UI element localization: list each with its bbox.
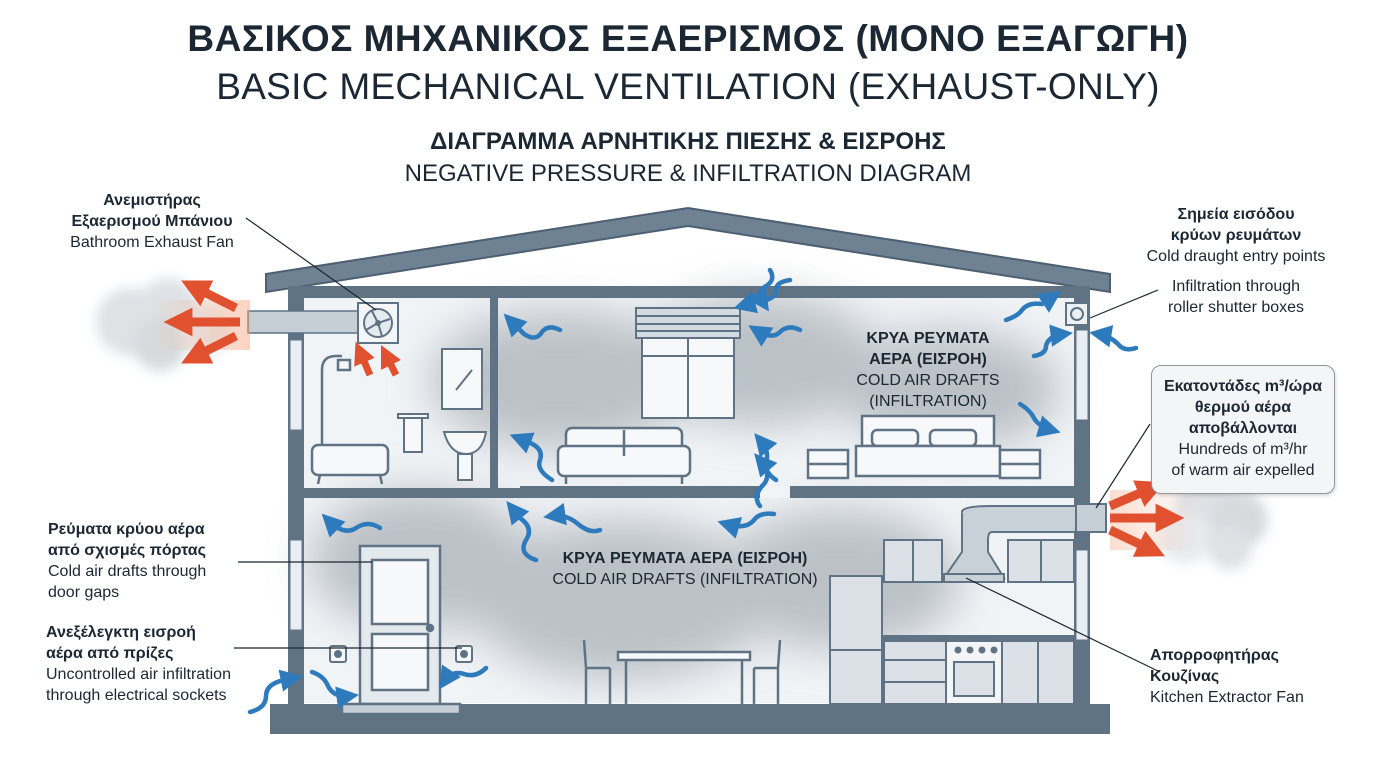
label-bathroom-fan: Ανεμιστήρας Εξαερισμού Μπάνιου Bathroom … <box>70 192 234 251</box>
bathroom-fan-unit <box>247 302 399 344</box>
label-draught-entry: Σημεία εισόδου κρύων ρευμάτων Cold draug… <box>1146 206 1326 265</box>
kitchen-exhaust-arrows <box>1108 480 1185 557</box>
warm-air-callout <box>1151 365 1335 494</box>
roof <box>265 206 1111 294</box>
front-door <box>340 544 462 716</box>
dining-set <box>582 639 782 704</box>
kitchen-hood-duct <box>942 503 1107 583</box>
sink-and-mirror <box>397 348 488 481</box>
fan-intake-arrows <box>354 341 402 377</box>
label-door-gaps: Ρεύματα κρύου αέρα από σχισμές πόρτας Co… <box>48 521 207 601</box>
sofa <box>556 426 692 484</box>
label-shutter-infiltration: Infiltration through roller shutter boxe… <box>1167 278 1305 316</box>
label-upper-cold-drafts: ΚΡΥΑ ΡΕΥΜΑΤΑ ΑΕΡΑ (ΕΙΣΡΟΗ) COLD AIR DRAF… <box>856 330 1000 410</box>
label-kitchen-fan: Απορροφητήρας Κουζίνας Kitchen Extractor… <box>1150 647 1304 706</box>
label-warm-air-expelled: Εκατοντάδες m³/ώρα θερμού αέρα αποβάλλον… <box>1163 378 1323 479</box>
title-greek: ΒΑΣΙΚΟΣ ΜΗΧΑΝΙΚΟΣ ΕΞΑΕΡΙΣΜΟΣ (ΜΟΝΟ ΕΞΑΓΩ… <box>187 18 1189 59</box>
roller-shutter-window <box>635 307 741 419</box>
bathroom-partition <box>490 298 498 488</box>
kitchen <box>829 539 1075 705</box>
label-lower-cold-drafts: ΚΡΥΑ ΡΕΥΜΑΤΑ ΑΕΡΑ (ΕΙΣΡΟΗ) COLD AIR DRAF… <box>552 550 818 588</box>
ceiling <box>296 286 1082 298</box>
shutter-box-icon <box>1065 302 1089 326</box>
label-socket-infiltration: Ανεξέλεγκτη εισροή αέρα από πρίζες Uncon… <box>46 624 231 704</box>
subtitle-greek: ΔΙΑΓΡΑΜΜΑ ΑΡΝΗΤΙΚΗΣ ΠΙΕΣΗΣ & ΕΙΣΡΟΗΣ <box>430 128 946 155</box>
leader-lines <box>234 217 1161 673</box>
infiltration-arrows <box>247 267 1139 715</box>
title-english: BASIC MECHANICAL VENTILATION (EXHAUST-ON… <box>216 66 1160 107</box>
electrical-sockets <box>329 645 473 663</box>
bathroom-exhaust-arrows <box>163 280 240 364</box>
bathtub <box>310 354 390 485</box>
subtitle-english: NEGATIVE PRESSURE & INFILTRATION DIAGRAM <box>404 160 972 187</box>
bed <box>806 414 1042 480</box>
